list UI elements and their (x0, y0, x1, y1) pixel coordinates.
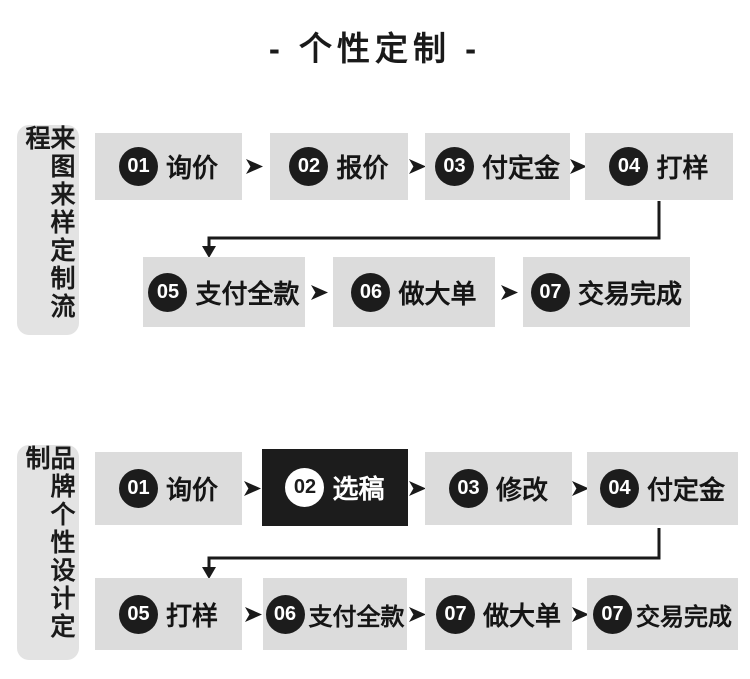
step-box-sample: 04 打样 (585, 133, 733, 200)
step-box-deposit: 03 付定金 (425, 133, 570, 200)
step-number-badge: 07 (530, 272, 570, 312)
page-title: - 个性定制 - (268, 30, 482, 67)
arrow-right-icon (501, 285, 518, 300)
arrow-right-icon (244, 481, 261, 496)
arrow-right-icon (409, 481, 426, 496)
step-label: 修改 (495, 475, 548, 505)
step-number-badge: 07 (593, 594, 632, 634)
step-box-deal-complete: 07 交易完成 (587, 578, 738, 650)
step-box-inquiry: 01 询价 (95, 452, 242, 525)
step-number-badge: 02 (289, 147, 329, 186)
step-label: 交易完成 (577, 278, 682, 309)
step-number-badge: 02 (285, 468, 325, 507)
section2-vertical-label: 品牌个性设计定制 (17, 445, 79, 660)
step-number-badge: 06 (351, 272, 391, 312)
step-number-badge: 03 (434, 147, 474, 186)
flow-connector-down-arrow (202, 528, 661, 579)
arrow-right-icon (245, 607, 262, 622)
step-label: 交易完成 (636, 603, 732, 631)
step-box-select-draft-highlighted: 02 选稿 (262, 449, 408, 526)
step-label: 选稿 (332, 474, 385, 504)
step-label: 询价 (165, 475, 218, 505)
step-label: 支付全款 (195, 278, 300, 309)
step-box-deposit: 04 付定金 (587, 452, 738, 525)
step-number-badge: 05 (118, 594, 158, 634)
arrow-right-icon (409, 607, 426, 622)
step-label: 付定金 (646, 475, 725, 505)
step-number-badge: 07 (435, 594, 475, 634)
step-number-badge: 05 (148, 272, 188, 312)
step-number-badge: 01 (118, 147, 158, 186)
step-number-badge: 01 (118, 469, 158, 508)
step-label: 打样 (165, 600, 218, 631)
section1-vertical-label: 来图来样定制流程 (17, 125, 79, 335)
step-box-revise: 03 修改 (425, 452, 572, 525)
arrow-right-icon (311, 285, 328, 300)
step-box-full-payment: 06 支付全款 (263, 578, 407, 650)
step-box-full-payment: 05 支付全款 (143, 257, 305, 327)
step-number-badge: 06 (265, 594, 305, 634)
step-number-badge: 03 (448, 469, 488, 508)
arrow-right-icon (409, 159, 426, 174)
step-box-sample: 05 打样 (95, 578, 242, 650)
step-label: 打样 (656, 153, 709, 183)
step-box-bulk-order: 06 做大单 (333, 257, 495, 327)
step-label: 做大单 (398, 278, 477, 309)
step-number-badge: 04 (599, 469, 639, 508)
flow-connector-down-arrow (202, 201, 661, 258)
step-label: 做大单 (482, 600, 561, 631)
step-label: 报价 (336, 153, 389, 183)
step-label: 支付全款 (308, 603, 405, 631)
step-label: 询价 (165, 153, 218, 183)
step-label: 付定金 (481, 153, 560, 183)
step-box-bulk-order: 07 做大单 (425, 578, 572, 650)
step-box-quote: 02 报价 (270, 133, 408, 200)
step-box-deal-complete: 07 交易完成 (523, 257, 690, 327)
step-box-inquiry: 01 询价 (95, 133, 242, 200)
arrow-right-icon (246, 159, 263, 174)
step-number-badge: 04 (609, 147, 649, 186)
